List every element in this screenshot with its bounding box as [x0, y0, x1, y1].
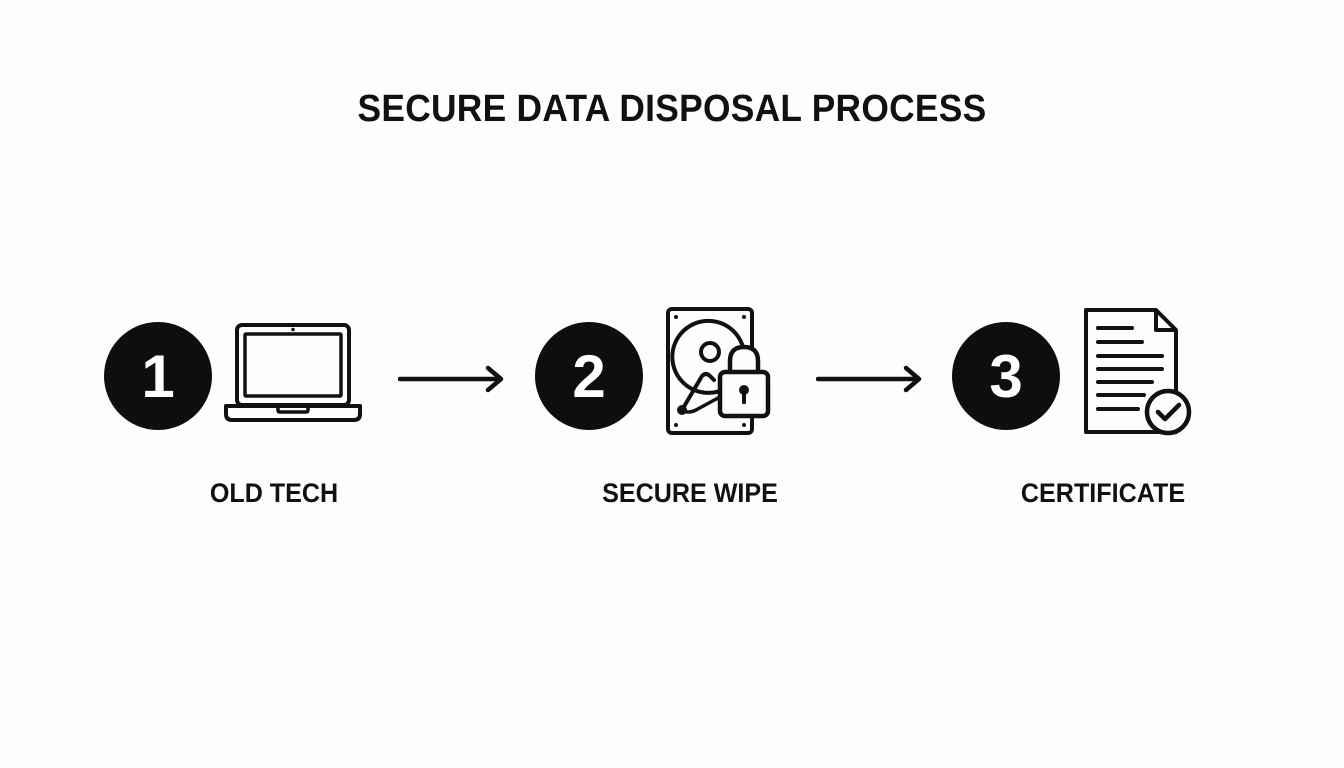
step-3-label: CERTIFICATE: [1020, 478, 1186, 508]
hard-drive-lock-icon: [664, 306, 786, 436]
step-1-number-badge: 1: [104, 322, 212, 430]
step-3-number: 3: [989, 343, 1023, 410]
step-1-label: OLD TECH: [209, 478, 339, 508]
step-2-number: 2: [572, 343, 606, 410]
laptop-icon: [224, 322, 364, 426]
step-1-number: 1: [141, 343, 175, 410]
arrow-right-icon: [398, 364, 506, 394]
certificate-document-check-icon: [1082, 306, 1198, 438]
step-2-label: SECURE WIPE: [602, 478, 778, 508]
step-2-number-badge: 2: [535, 322, 643, 430]
diagram-title: SECURE DATA DISPOSAL PROCESS: [357, 88, 987, 130]
arrow-right-icon: [816, 364, 924, 394]
step-3-number-badge: 3: [952, 322, 1060, 430]
